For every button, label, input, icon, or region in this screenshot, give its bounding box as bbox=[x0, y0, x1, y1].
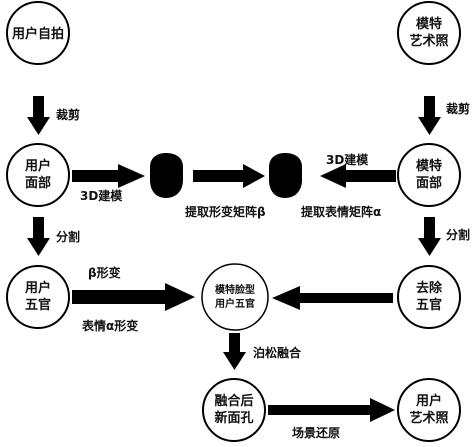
edge-label-scene-restore: 场景还原 bbox=[292, 425, 340, 440]
node-user-face: 用户 面部 bbox=[6, 143, 70, 207]
node-label: 用户 bbox=[415, 393, 442, 409]
arrow-remove-to-center bbox=[272, 286, 393, 310]
node-label: 用户 bbox=[24, 280, 51, 296]
edge-label-split-right: 分割 bbox=[446, 227, 470, 242]
edge-label-beta-deform: β形变 bbox=[88, 265, 121, 280]
edge-label-3d-build-left: 3D建模 bbox=[80, 188, 123, 203]
node-label: 用户自拍 bbox=[11, 26, 64, 42]
node-label: 五官 bbox=[416, 297, 442, 313]
edge-label-crop-left: 裁剪 bbox=[56, 107, 80, 122]
node-model-photo: 模特 艺术照 bbox=[397, 1, 461, 65]
node-remove-features: 去除 五官 bbox=[397, 265, 461, 329]
arrow-crop-right bbox=[418, 96, 441, 135]
head-3d-model-right-icon bbox=[269, 153, 302, 198]
node-user-features: 用户 五官 bbox=[6, 265, 70, 329]
node-model-face: 模特 面部 bbox=[397, 143, 461, 207]
arrow-scene-restore bbox=[268, 398, 395, 422]
node-label: 艺术照 bbox=[409, 33, 448, 49]
arrow-split-right bbox=[418, 217, 441, 256]
arrow-3d-build-left bbox=[72, 164, 145, 188]
node-label: 面部 bbox=[416, 175, 442, 191]
edge-label-split-left: 分割 bbox=[56, 229, 80, 244]
node-fused-face: 融合后 新面孔 bbox=[202, 378, 266, 442]
node-label: 面部 bbox=[25, 175, 51, 191]
edge-label-shape-matrix: 提取形变矩阵β bbox=[185, 204, 266, 219]
node-label: 模特 bbox=[416, 16, 442, 32]
node-label: 用户 bbox=[24, 158, 51, 174]
edge-label-crop-right: 裁剪 bbox=[446, 101, 470, 116]
node-label: 融合后 bbox=[214, 393, 253, 409]
node-label: 用户五官 bbox=[214, 297, 255, 310]
edge-label-expr-matrix: 提取表情矩阵α bbox=[301, 204, 381, 219]
node-label: 去除 bbox=[416, 280, 443, 296]
node-label: 新面孔 bbox=[214, 410, 253, 426]
arrow-shape-matrix bbox=[193, 164, 265, 188]
node-label: 艺术照 bbox=[409, 410, 448, 426]
edge-label-3d-build-right: 3D建模 bbox=[326, 152, 369, 167]
head-3d-model-left-icon bbox=[150, 153, 183, 198]
edge-label-alpha-deform: 表情α形变 bbox=[81, 318, 138, 333]
node-label: 模特 bbox=[416, 158, 442, 174]
arrow-poisson bbox=[223, 333, 246, 370]
node-user-art-photo: 用户 艺术照 bbox=[397, 378, 461, 442]
edge-label-poisson: 泊松融合 bbox=[253, 345, 302, 360]
node-model-face-user-features: 模特脸型 用户五官 bbox=[201, 263, 269, 331]
arrow-3d-build-right bbox=[320, 164, 396, 188]
arrow-beta-deform bbox=[72, 283, 195, 311]
node-label: 五官 bbox=[25, 297, 51, 313]
arrow-split-left bbox=[27, 217, 50, 256]
arrow-crop-left bbox=[27, 96, 50, 135]
node-user-selfie: 用户自拍 bbox=[6, 1, 70, 65]
node-label: 模特脸型 bbox=[215, 283, 255, 296]
